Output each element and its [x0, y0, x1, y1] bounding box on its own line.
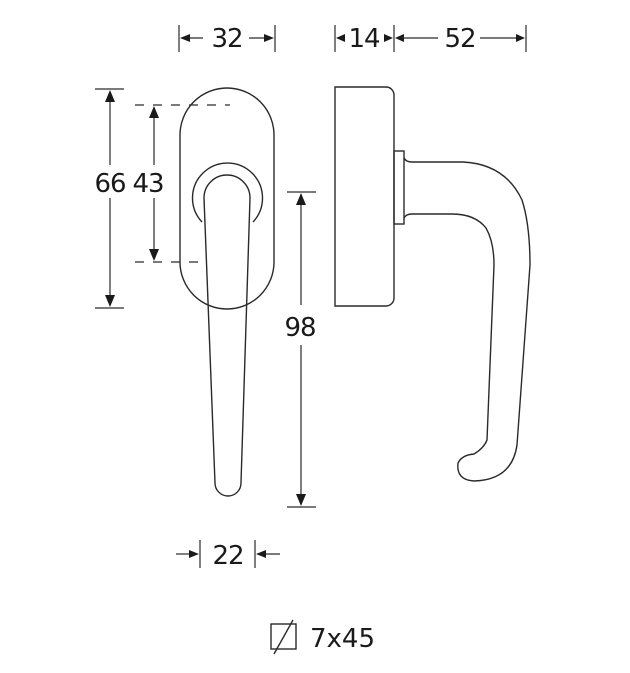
- dimension-22: 22: [176, 540, 280, 571]
- front-view-rose: [179, 87, 275, 310]
- square-spindle-icon: [270, 619, 297, 655]
- dim-66-label: 66: [94, 169, 125, 199]
- dim-14-label: 14: [348, 24, 380, 54]
- dimension-32: 32: [178, 24, 276, 54]
- dim-52-label: 52: [444, 24, 475, 54]
- dimension-14-52: 14 52: [334, 24, 527, 54]
- dim-98-label: 98: [284, 313, 315, 343]
- dimension-43: 43: [132, 104, 230, 263]
- dimension-98: 98: [284, 191, 317, 508]
- side-view-lever: [403, 157, 531, 482]
- dimension-66: 66: [94, 88, 127, 309]
- spindle-spec: 7x45: [270, 619, 375, 655]
- dim-32-label: 32: [211, 24, 242, 54]
- dim-43-label: 43: [132, 169, 163, 199]
- front-view-lever: [203, 174, 251, 497]
- dim-22-label: 22: [212, 541, 243, 571]
- side-view-rose: [334, 86, 405, 307]
- spindle-label: 7x45: [310, 624, 375, 654]
